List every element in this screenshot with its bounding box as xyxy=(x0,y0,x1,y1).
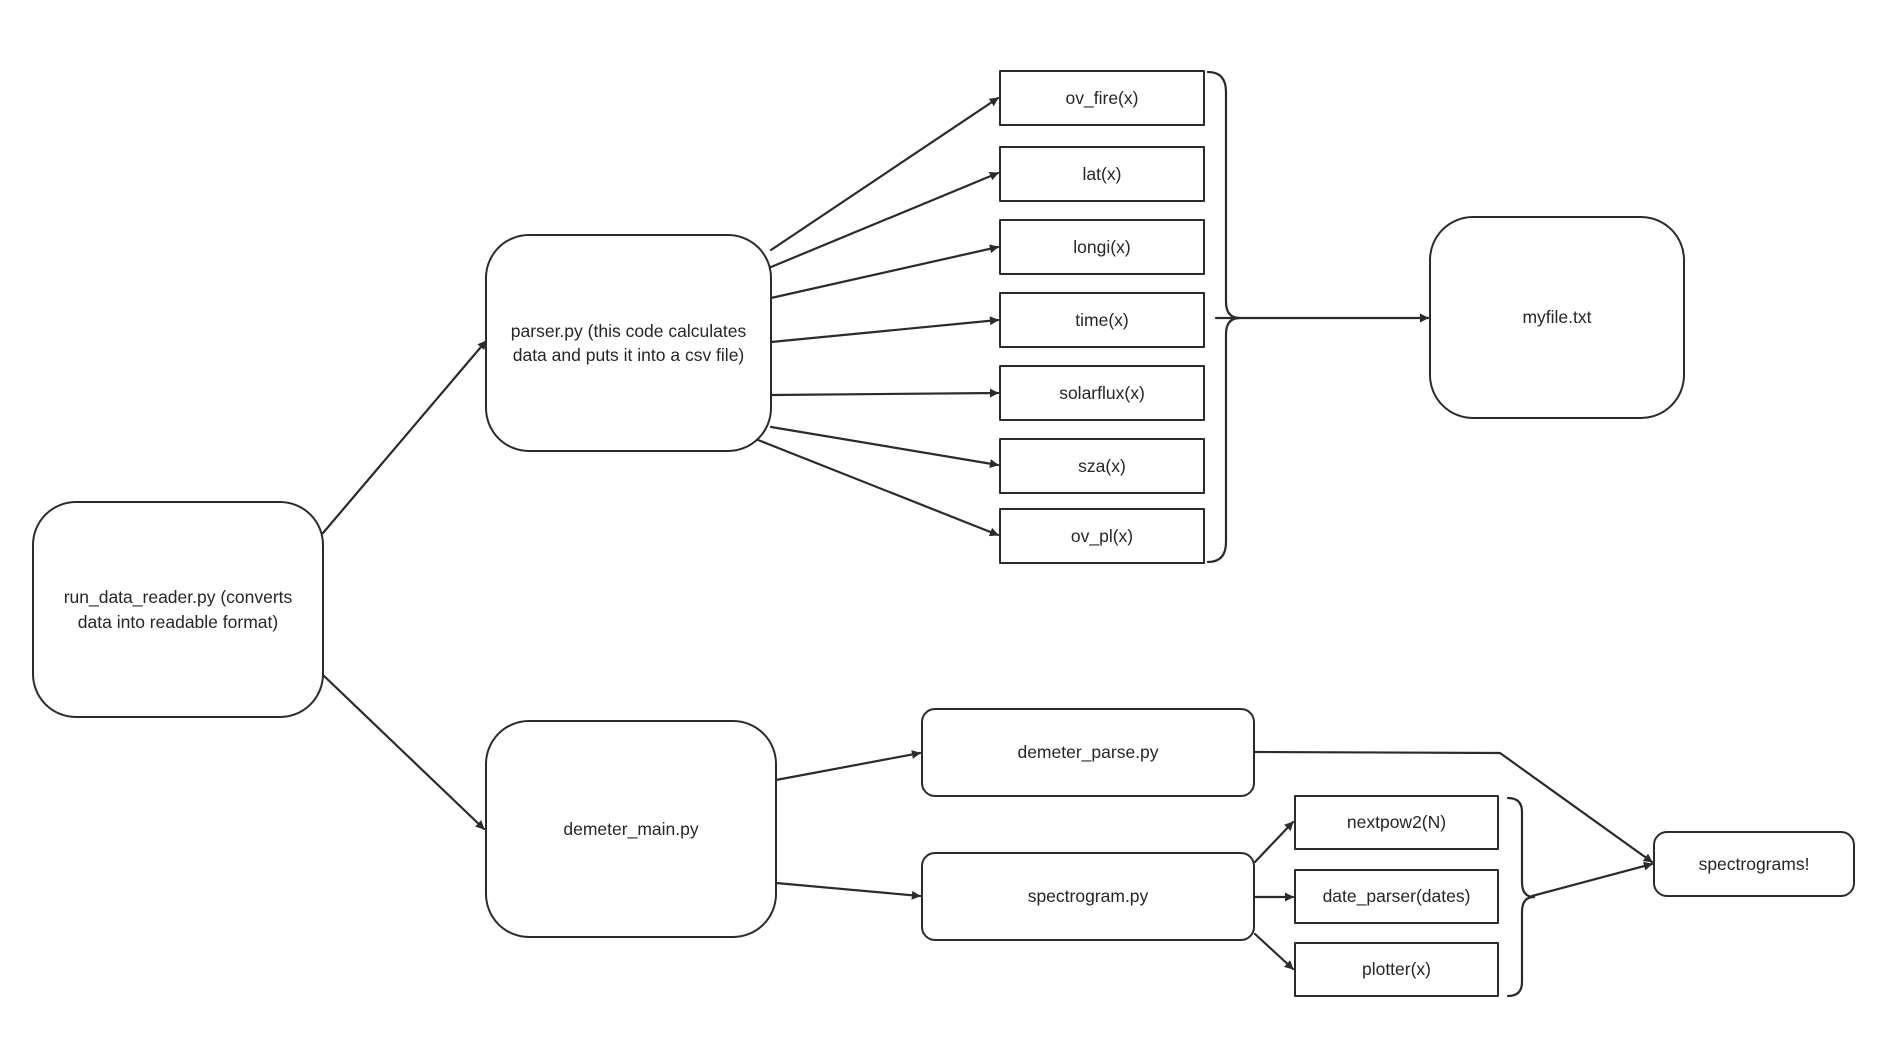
myfile-node: myfile.txt xyxy=(1429,216,1685,419)
parser-label: parser.py (this code calculates data and… xyxy=(510,320,747,366)
demeter-parse-label: demeter_parse.py xyxy=(1017,742,1159,763)
edge-parser-to-longi xyxy=(769,244,1000,300)
edge-spectrogram-functions-to-spectrograms xyxy=(1530,861,1654,898)
ov-fire-node: ov_fire(x) xyxy=(999,70,1205,126)
edge-parser-to-ov-fire xyxy=(769,96,1000,252)
longi-node: longi(x) xyxy=(999,219,1205,275)
spectrograms-label: spectrograms! xyxy=(1698,853,1810,874)
solarflux-label: solarflux(x) xyxy=(1059,382,1145,403)
plotter-node: plotter(x) xyxy=(1294,942,1499,997)
date-parser-node: date_parser(dates) xyxy=(1294,869,1499,924)
nextpow2-node: nextpow2(N) xyxy=(1294,795,1499,850)
spectrogram-label: spectrogram.py xyxy=(1027,886,1149,907)
spectrograms-node: spectrograms! xyxy=(1653,831,1855,897)
edge-parser-to-lat xyxy=(769,171,1000,269)
edge-demeter-main-to-spectrogram xyxy=(774,881,922,900)
lat-node: lat(x) xyxy=(999,146,1205,202)
edge-parser-to-sza xyxy=(769,425,1000,469)
spectrogram-functions-group-brace xyxy=(1506,796,1536,998)
parser-node: parser.py (this code calculates data and… xyxy=(485,234,772,452)
ov-pl-node: ov_pl(x) xyxy=(999,508,1205,564)
ov-fire-label: ov_fire(x) xyxy=(1065,87,1139,108)
run-data-reader-label: run_data_reader.py (converts data into r… xyxy=(63,587,293,632)
edge-parser-to-ov-pl xyxy=(756,438,1000,537)
edge-spectrogram-to-plotter xyxy=(1253,932,1295,971)
edge-demeter-parse-to-spectrograms xyxy=(1253,750,1654,864)
nextpow2-label: nextpow2(N) xyxy=(1346,812,1447,833)
time-node: time(x) xyxy=(999,292,1205,348)
sza-node: sza(x) xyxy=(999,438,1205,494)
sza-label: sza(x) xyxy=(1078,455,1126,476)
solarflux-node: solarflux(x) xyxy=(999,365,1205,421)
demeter-main-label: demeter_main.py xyxy=(563,818,699,839)
plotter-label: plotter(x) xyxy=(1361,959,1432,980)
demeter-main-node: demeter_main.py xyxy=(485,720,777,938)
edge-parser-to-time xyxy=(769,316,1000,344)
longi-label: longi(x) xyxy=(1073,236,1131,257)
edge-spectrogram-to-nextpow2 xyxy=(1253,820,1295,864)
edge-reader-to-parser xyxy=(321,339,488,535)
time-label: time(x) xyxy=(1075,309,1129,330)
myfile-label: myfile.txt xyxy=(1522,307,1592,328)
edge-demeter-main-to-demeter-parse xyxy=(774,750,922,782)
run-data-reader-node: run_data_reader.py (converts data into r… xyxy=(32,501,324,718)
ov-pl-label: ov_pl(x) xyxy=(1070,525,1134,546)
spectrogram-node: spectrogram.py xyxy=(921,852,1255,941)
demeter-parse-node: demeter_parse.py xyxy=(921,708,1255,797)
edge-parser-to-solarflux xyxy=(769,388,1000,398)
edge-reader-to-demeter-main xyxy=(321,673,486,831)
date-parser-label: date_parser(dates) xyxy=(1322,886,1471,907)
lat-label: lat(x) xyxy=(1082,163,1122,184)
